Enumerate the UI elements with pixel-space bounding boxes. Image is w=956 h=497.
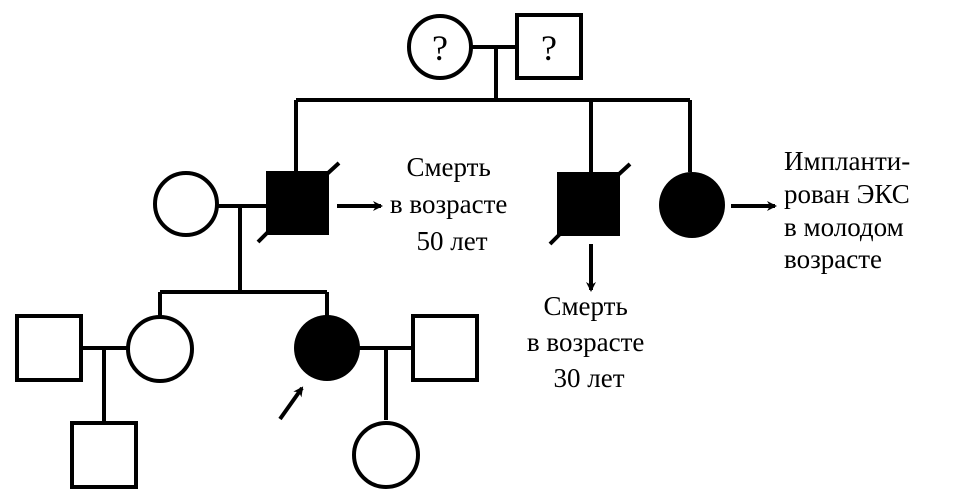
female-affected-symbol — [294, 315, 360, 381]
deceased-slash — [616, 162, 632, 177]
son1-note: Смерть в возрасте 50 лет — [390, 152, 514, 256]
female-affected-symbol — [659, 172, 725, 238]
gen2-son1-deceased-affected — [256, 161, 383, 244]
female-symbol — [407, 14, 473, 80]
son2-note: Смерть в возрасте 30 лет — [527, 291, 651, 393]
deceased-slash — [325, 161, 341, 176]
male-symbol — [515, 13, 583, 80]
gen2-spouse-female — [153, 171, 219, 237]
gen2-daughter-affected — [659, 172, 777, 238]
proband-arrow-icon — [278, 386, 304, 421]
gen1-mother: ? — [407, 14, 473, 80]
gen3-spouse-male-1 — [15, 314, 83, 382]
gen4-son-male — [70, 421, 138, 489]
unknown-mark: ? — [541, 28, 557, 68]
deceased-slash — [256, 229, 271, 244]
deceased-slash — [548, 231, 563, 246]
gen2-son2-deceased-affected — [548, 162, 632, 292]
daughter-note: Импланти- рован ЭКС в молодом возрасте — [784, 146, 917, 274]
gen4-daughter-female — [352, 421, 420, 489]
unknown-mark: ? — [432, 28, 448, 68]
gen3-spouse-male-2 — [411, 314, 479, 382]
gen1-father: ? — [515, 13, 583, 80]
gen3-proband-affected — [278, 315, 360, 421]
male-affected-symbol — [557, 172, 620, 236]
male-affected-symbol — [266, 171, 329, 235]
gen3-daughter1-female — [126, 315, 194, 383]
